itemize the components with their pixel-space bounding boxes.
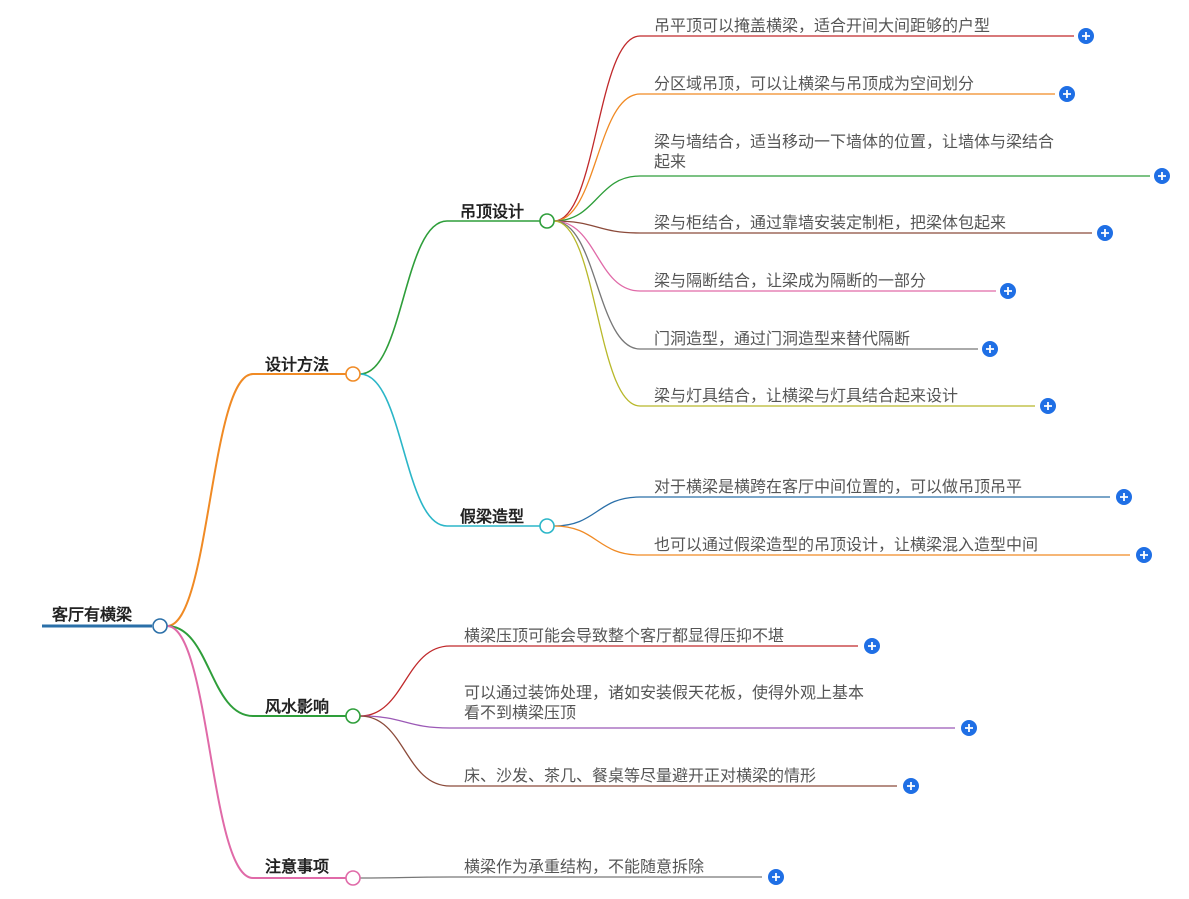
node-handle-b3[interactable]	[345, 870, 361, 886]
plus-icon	[986, 345, 994, 353]
leaf-label-l5-line1: 梁与隔断结合，让梁成为隔断的一部分	[654, 271, 926, 290]
plus-icon	[1063, 90, 1071, 98]
leaf-label-l10-line1: 横梁压顶可能会导致整个客厅都显得压抑不堪	[464, 626, 784, 645]
branch-label-b1a: 吊顶设计	[460, 202, 524, 221]
leaf-label-l7-line1: 梁与灯具结合，让横梁与灯具结合起来设计	[654, 386, 958, 405]
leaf-label-l1-line1: 吊平顶可以掩盖横梁，适合开间大间距够的户型	[654, 16, 990, 35]
connector-root-b1	[166, 373, 254, 627]
plus-icon	[1101, 229, 1109, 237]
root-node-handle[interactable]	[152, 618, 168, 634]
node-handle-b2[interactable]	[345, 708, 361, 724]
connector-l3	[553, 175, 641, 222]
node-handle-b1[interactable]	[345, 366, 361, 382]
connector-root-b2	[166, 625, 254, 717]
leaf-label-l11-line2: 看不到横梁压顶	[464, 703, 576, 722]
plus-icon	[965, 724, 973, 732]
leaf-label-l12-line1: 床、沙发、茶几、餐桌等尽量避开正对横梁的情形	[464, 766, 816, 785]
connector-l13	[359, 876, 451, 879]
leaf-label-l8-line1: 对于横梁是横跨在客厅中间位置的，可以做吊顶吊平	[654, 477, 1022, 496]
plus-icon	[868, 642, 876, 650]
connector-b1-b1a	[359, 220, 448, 375]
connector-l2	[553, 93, 641, 222]
connector-l12	[359, 715, 451, 787]
branch-label-b3: 注意事项	[265, 857, 329, 876]
connector-l8	[553, 496, 641, 527]
connector-b1-b1b	[359, 373, 448, 527]
leaf-label-l11-line1: 可以通过装饰处理，诸如安装假天花板，使得外观上基本	[464, 683, 864, 702]
plus-icon	[907, 782, 915, 790]
leaf-label-l3-line2: 起来	[654, 152, 686, 171]
connector-l6	[553, 220, 641, 350]
node-handle-b1b[interactable]	[539, 518, 555, 534]
connector-l5	[553, 220, 641, 292]
connector-l9	[553, 525, 641, 556]
connector-l1	[553, 35, 641, 222]
plus-icon	[1120, 493, 1128, 501]
connector-l7	[553, 220, 641, 407]
connector-l4	[553, 220, 641, 234]
plus-icon	[1082, 32, 1090, 40]
node-handle-b1a[interactable]	[539, 213, 555, 229]
connector-root-b3	[166, 625, 254, 879]
plus-icon	[1004, 287, 1012, 295]
leaf-label-l3-line1: 梁与墙结合，适当移动一下墙体的位置，让墙体与梁结合	[654, 132, 1054, 151]
branch-label-b1b: 假梁造型	[460, 507, 524, 526]
leaf-label-l4-line1: 梁与柜结合，通过靠墙安装定制柜，把梁体包起来	[654, 213, 1006, 232]
branch-label-b1: 设计方法	[265, 355, 329, 374]
plus-icon	[1140, 551, 1148, 559]
branch-label-b2: 风水影响	[265, 697, 329, 716]
leaf-label-l9-line1: 也可以通过假梁造型的吊顶设计，让横梁混入造型中间	[654, 535, 1038, 554]
plus-icon	[1158, 172, 1166, 180]
connector-l10	[359, 645, 451, 717]
plus-icon	[772, 873, 780, 881]
leaf-label-l6-line1: 门洞造型，通过门洞造型来替代隔断	[654, 329, 910, 348]
connector-l11	[359, 715, 451, 729]
leaf-label-l13-line1: 横梁作为承重结构，不能随意拆除	[464, 857, 704, 876]
plus-icon	[1044, 402, 1052, 410]
leaf-label-l2-line1: 分区域吊顶，可以让横梁与吊顶成为空间划分	[654, 74, 974, 93]
root-topic-label: 客厅有横梁	[52, 605, 133, 624]
